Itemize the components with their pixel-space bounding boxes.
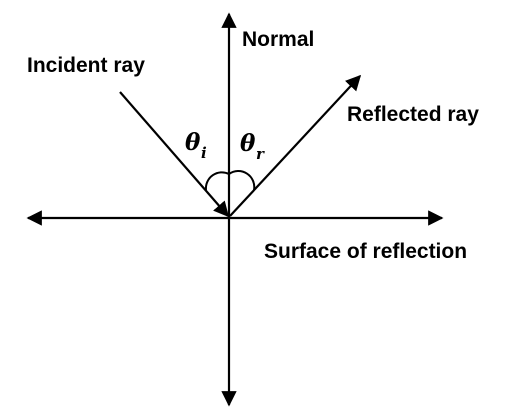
incident-ray-line (119, 91, 230, 218)
theta-r-symbol: θ (240, 130, 256, 157)
angle-arc-incident (204, 171, 230, 191)
reflected-ray-label: Reflected ray (347, 103, 479, 126)
normal-label: Normal (242, 28, 314, 51)
reflected-ray-line (229, 74, 362, 217)
theta-r-subscript: r (256, 145, 265, 163)
theta-i-symbol: θ (185, 129, 201, 156)
surface-label: Surface of reflection (264, 240, 467, 263)
theta-i-subscript: i (201, 144, 207, 162)
incident-ray-label: Incident ray (27, 54, 145, 77)
angle-arc-reflected (228, 170, 256, 191)
